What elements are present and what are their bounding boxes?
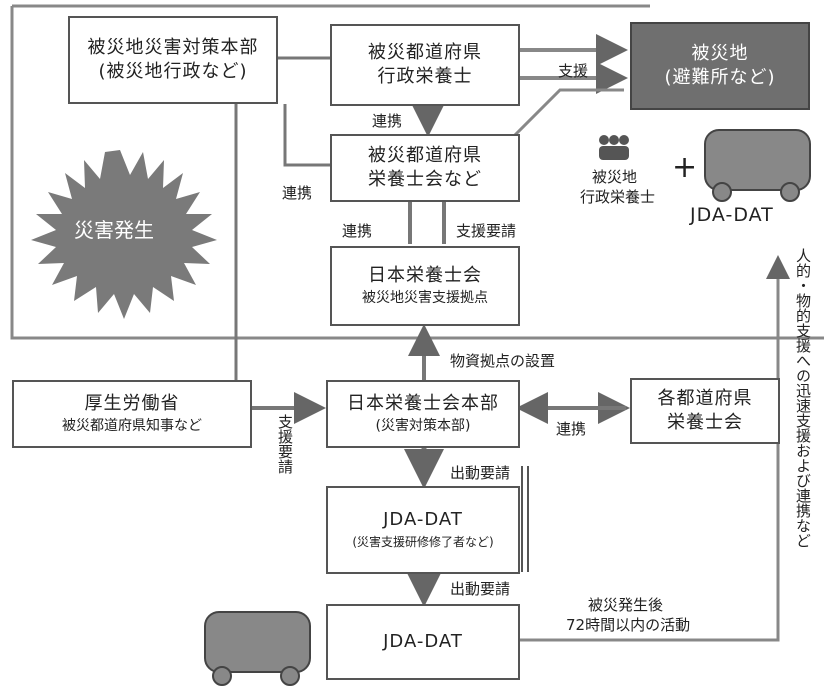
car-icon-right (704, 129, 811, 202)
support-label: 支援 (558, 62, 589, 80)
jda-dat-trained-box: JDA-DAT (災害支援研修修了者など) (326, 486, 520, 574)
coop-label-2: 連携 (282, 184, 313, 202)
jda-hq-title: 日本栄養士会本部 (347, 393, 499, 414)
coop-label-4: 連携 (556, 420, 587, 438)
local-dietitian-line1: 被災地 (592, 168, 638, 186)
outbreak-label: 災害発生 (74, 218, 154, 242)
mhlw-subtitle: 被災都道府県知事など (62, 418, 202, 434)
logistics-setup-label: 物資拠点の設置 (450, 352, 556, 370)
other-prefs-box: 各都道府県 栄養士会 (630, 378, 780, 444)
affected-area-frame (10, 4, 824, 340)
other-prefs-subtitle: 栄養士会 (667, 412, 743, 433)
within-72h-line1: 被災発生後 (588, 596, 664, 614)
jda-dat-field-title: JDA-DAT (383, 631, 463, 652)
other-prefs-title: 各都道府県 (657, 388, 753, 409)
pref-dietitian-box: 被災都道府県 行政栄養士 (330, 24, 520, 106)
jda-hq-box: 日本栄養士会本部 (災害対策本部) (326, 380, 520, 448)
people-icon (596, 132, 632, 162)
mhlw-title: 厚生労働省 (84, 393, 180, 414)
jda-dat-trained-subtitle: (災害支援研修修了者など) (352, 535, 494, 549)
mhlw-box: 厚生労働省 被災都道府県知事など (12, 380, 252, 448)
pref-association-subtitle: 栄養士会など (368, 169, 482, 190)
support-request-vertical-label: 支援要請 (276, 414, 294, 474)
right-vertical-label: 人的・物的支援への迅速支援および連携など (794, 248, 812, 548)
pref-association-box: 被災都道府県 栄養士会など (330, 134, 520, 202)
local-dietitian-line2: 行政栄養士 (580, 188, 656, 206)
coop-label-3: 連携 (342, 222, 373, 240)
hq-disaster-title: 被災地災害対策本部 (87, 37, 259, 58)
coop-label-1: 連携 (372, 112, 403, 130)
disaster-starburst (31, 150, 217, 319)
jda-dat-field-box: JDA-DAT (326, 604, 520, 680)
pref-dietitian-title: 被災都道府県 (368, 42, 482, 63)
pref-association-title: 被災都道府県 (368, 145, 482, 166)
jda-hq-subtitle: (災害対策本部) (375, 418, 471, 434)
plus-sign: + (672, 150, 698, 185)
hq-disaster-subtitle: (被災地行政など) (98, 61, 248, 82)
jda-local-subtitle: 被災地災害支援拠点 (362, 290, 488, 306)
jda-local-title: 日本栄養士会 (368, 265, 482, 286)
dispatch-request-label: 出動要請 (450, 464, 511, 482)
pref-dietitian-subtitle: 行政栄養士 (377, 66, 473, 87)
disaster-area-title: 被災地 (691, 43, 749, 64)
disaster-area-box: 被災地 (避難所など) (630, 22, 810, 110)
disaster-area-subtitle: (避難所など) (664, 67, 776, 88)
jda-dat-right-label: JDA-DAT (690, 204, 774, 226)
hq-disaster-box: 被災地災害対策本部 (被災地行政など) (68, 16, 278, 104)
jda-dat-trained-title: JDA-DAT (383, 509, 463, 530)
car-icon-bottom (204, 611, 311, 686)
within-72h-line2: 72時間以内の活動 (566, 616, 691, 634)
support-request-label: 支援要請 (456, 222, 517, 240)
jda-local-box: 日本栄養士会 被災地災害支援拠点 (330, 246, 520, 326)
dispatch-order-label: 出動要請 (450, 580, 511, 598)
